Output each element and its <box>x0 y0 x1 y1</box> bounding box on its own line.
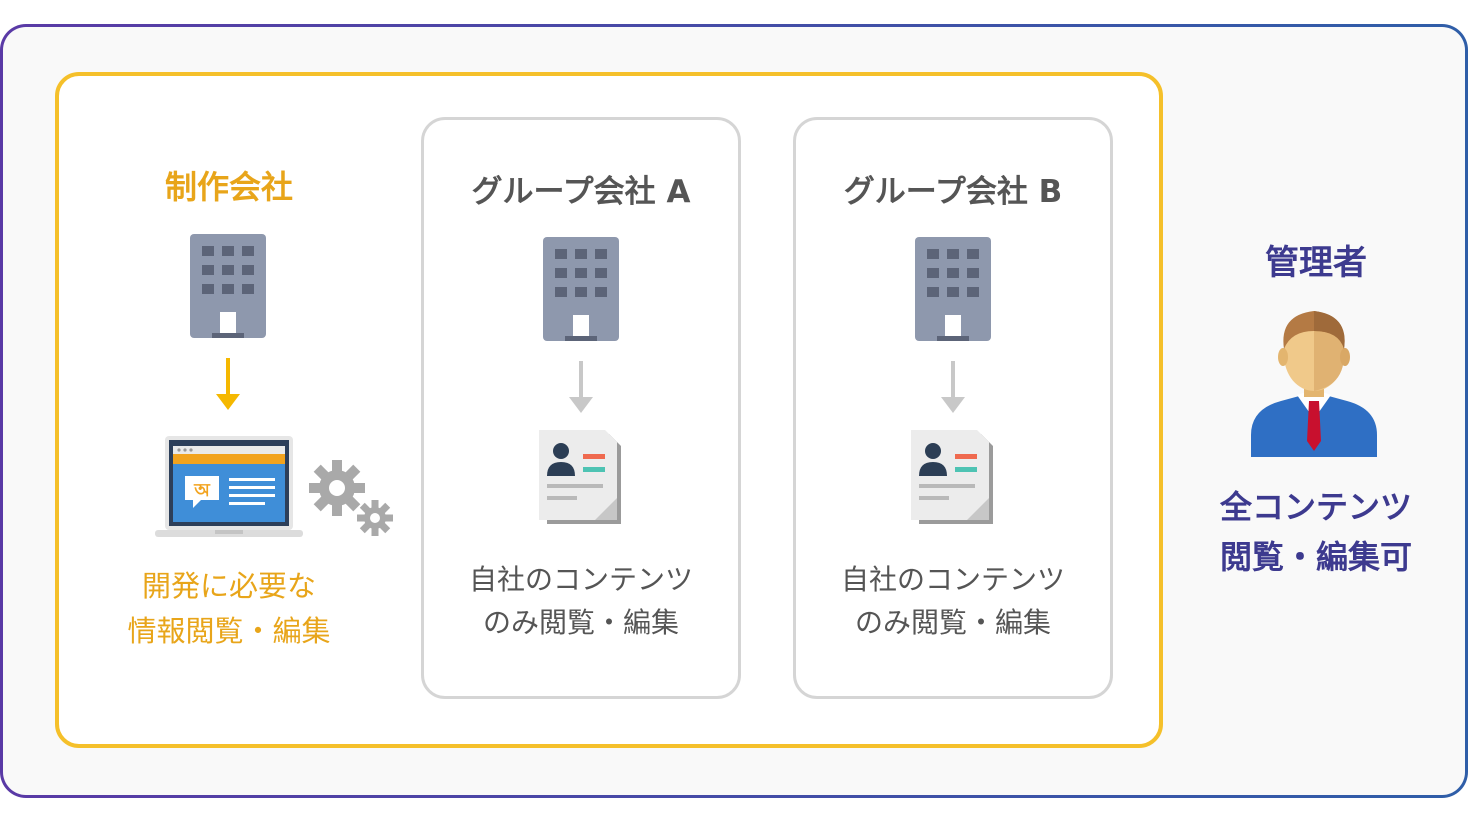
outer-frame-inner: 制作会社 <box>3 27 1465 795</box>
group-b-caption: 自社のコンテンツ のみ閲覧・編集 <box>796 558 1110 645</box>
group-a-caption-line-2: のみ閲覧・編集 <box>482 606 679 640</box>
group-a-title: グループ会社 A <box>471 174 691 210</box>
production-title: 制作会社 <box>164 168 293 206</box>
group-b-title: グループ会社 B <box>843 174 1063 210</box>
group-company-a: グループ会社 A <box>421 117 741 699</box>
building-icon <box>915 237 991 341</box>
group-b-caption-line-2: のみ閲覧・編集 <box>854 606 1051 640</box>
admin-caption: 全コンテンツ 閲覧・編集可 <box>1181 483 1451 582</box>
arrow-down-icon <box>216 358 240 410</box>
administrator: 管理者 全コンテンツ 閲覧・編集可 <box>1181 27 1451 795</box>
gears-icon <box>309 460 393 536</box>
svg-text:অ: অ <box>193 480 211 501</box>
laptop-icon: অ <box>155 436 303 537</box>
group-company-b: グループ会社 B <box>793 117 1113 699</box>
production-caption-line-1: 開発に必要な <box>141 569 316 603</box>
group-a-caption: 自社のコンテンツ のみ閲覧・編集 <box>424 558 738 645</box>
production-caption-line-2: 情報閲覧・編集 <box>127 613 331 648</box>
businessman-icon <box>1251 311 1377 457</box>
admin-caption-line-2: 閲覧・編集可 <box>1219 537 1412 576</box>
group-b-caption-line-1: 自社のコンテンツ <box>840 563 1065 596</box>
profile-document-icon <box>539 430 621 524</box>
production-company: 制作会社 <box>59 76 399 744</box>
admin-caption-line-1: 全コンテンツ <box>1219 488 1412 526</box>
building-icon <box>190 234 266 338</box>
production-caption: 開発に必要な 情報閲覧・編集 <box>59 564 399 654</box>
building-icon <box>543 237 619 341</box>
admin-title: 管理者 <box>1265 243 1367 283</box>
arrow-down-icon <box>941 361 965 413</box>
profile-document-icon <box>911 430 993 524</box>
arrow-down-icon <box>569 361 593 413</box>
outer-frame: 制作会社 <box>0 24 1468 798</box>
production-scope-box: 制作会社 <box>55 72 1163 748</box>
group-a-caption-line-1: 自社のコンテンツ <box>468 563 693 596</box>
